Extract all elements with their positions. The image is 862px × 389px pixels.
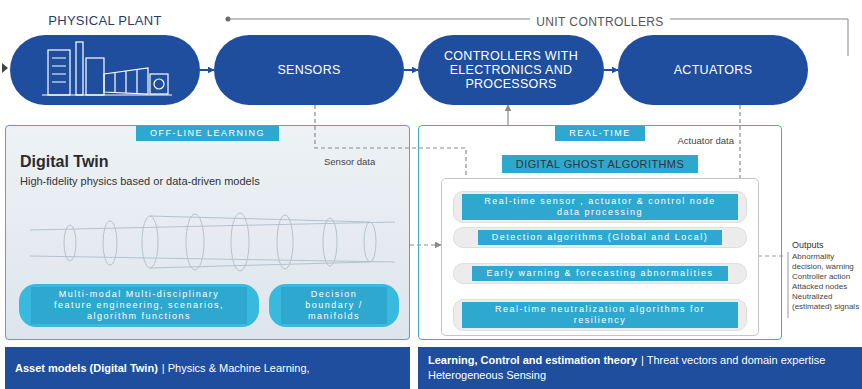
panel-ground <box>5 125 410 340</box>
algorithm-label: Real-time neutralization algorithms for … <box>462 302 738 328</box>
band-heading: Asset models (Digital Twin) <box>15 362 158 374</box>
output-label: Abnormality decision, warning <box>792 252 860 272</box>
label-holder: Outputs <box>792 240 860 251</box>
tab-label: OFF-LINE LEARNING <box>136 126 279 141</box>
label-holder: Sensor data <box>322 151 377 169</box>
group-label: UNIT CONTROLLERS <box>530 15 670 29</box>
label-holder: Actuator data <box>675 130 736 148</box>
stage-label: ACTUATORS <box>674 63 753 77</box>
band-text: | Physics & Machine Learning, <box>162 362 310 374</box>
plant-title: PHYSICAL PLANT <box>10 12 200 30</box>
connector <box>410 244 441 245</box>
connector-label: Sensor data <box>322 156 377 167</box>
group-heading: DIGITAL GHOST ALGORITHMS <box>502 155 698 173</box>
algorithm-label: Detection algorithms (Global and Local) <box>478 230 723 245</box>
plant-block: PHYSICAL PLANT <box>10 12 200 105</box>
plant-illustration <box>42 42 172 95</box>
algorithm-bar: Early warning & forecasting abnormalitie… <box>453 263 747 284</box>
algorithm-label: Early warning & forecasting abnormalitie… <box>472 266 727 281</box>
label-holder: UNIT CONTROLLERS <box>530 12 670 30</box>
connector-label: Actuator data <box>675 135 736 146</box>
output-label: Neutralized (estimated) signals <box>792 292 860 312</box>
output-label: Attacked nodes <box>792 282 860 292</box>
connector <box>200 69 214 71</box>
input-arrow <box>2 63 8 73</box>
process-pill: SENSORS <box>214 35 404 105</box>
label-holder: Attacked nodes <box>792 282 860 292</box>
algorithm-bar: Real-time neutralization algorithms for … <box>453 299 747 331</box>
connector <box>404 69 418 71</box>
connector <box>604 69 618 71</box>
footer-band: Asset models (Digital Twin) | Physics & M… <box>5 347 410 389</box>
output-label: Outputs <box>792 240 860 251</box>
connector <box>739 105 740 178</box>
turbine-sketch <box>30 213 395 271</box>
label-holder: Neutralized (estimated) signals <box>792 292 860 312</box>
process-pill: CONTROLLERS WITH ELECTRONICS AND PROCESS… <box>418 35 604 105</box>
algorithm-bar: Detection algorithms (Global and Local) <box>453 227 747 248</box>
connector <box>315 105 466 178</box>
output-label: Controller action <box>792 272 860 282</box>
footer-band: Learning, Control and estimation theory|… <box>418 347 862 389</box>
connector <box>507 105 508 125</box>
stage-label: SENSORS <box>277 63 340 77</box>
feature-pill: Multi-modal Multi-disciplinary feature e… <box>19 284 259 327</box>
band-heading: Learning, Control and estimation theory <box>428 354 637 366</box>
plant-pill <box>10 35 200 105</box>
feature-pill: Decision boundary / manifolds <box>269 284 399 327</box>
algorithm-label: Real-time sensor , actuator & control no… <box>462 194 738 220</box>
tab-label: REAL-TIME <box>555 126 645 141</box>
feature-label: Multi-modal Multi-disciplinary feature e… <box>31 287 247 324</box>
label-holder: Controller action <box>792 272 860 282</box>
stage-label: CONTROLLERS WITH ELECTRONICS AND PROCESS… <box>442 49 580 91</box>
panel-subtitle: High-fidelity physics based or data-driv… <box>20 174 350 188</box>
algorithm-group: DIGITAL GHOST ALGORITHMS Real-time sensor… <box>441 151 759 336</box>
band-line: Learning, Control and estimation theory|… <box>428 353 852 383</box>
output-leader <box>758 252 788 318</box>
section-panel: REAL-TIME DIGITAL GHOST ALGORITHMS Real-ti… <box>418 125 782 340</box>
algorithm-bar: Real-time sensor , actuator & control no… <box>453 191 747 223</box>
process-pill: ACTUATORS <box>618 35 808 105</box>
band-line: Asset models (Digital Twin) | Physics & M… <box>15 361 310 376</box>
label-holder: Abnormality decision, warning <box>792 252 860 272</box>
feature-label: Decision boundary / manifolds <box>281 287 387 324</box>
